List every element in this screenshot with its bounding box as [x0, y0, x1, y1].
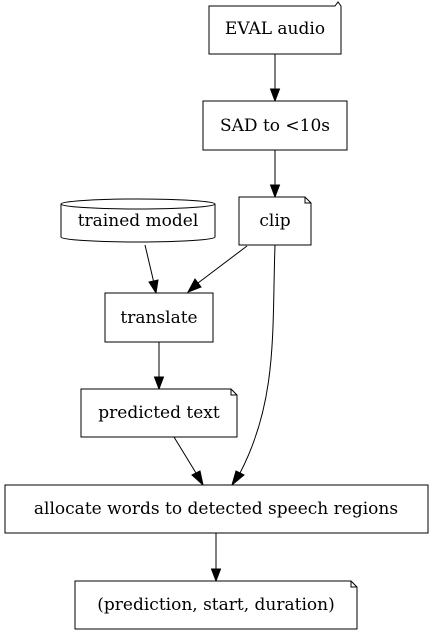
note-fold	[304, 197, 311, 204]
arrowhead-predicted-text-to-allocate	[191, 470, 204, 487]
edge-clip-to-allocate	[239, 244, 276, 474]
arrowhead-translate-to-predicted-text	[153, 376, 165, 391]
arrowhead-eval-audio-to-sad	[269, 88, 281, 103]
node-label-translate: translate	[120, 308, 197, 328]
node-predicted-text: predicted text	[80, 388, 238, 438]
note-shape	[74, 580, 358, 630]
node-label-output: (prediction, start, duration)	[97, 595, 334, 615]
note-shape	[80, 388, 238, 438]
arrowhead-clip-to-translate	[186, 278, 202, 293]
node-trained-model: trained model	[60, 198, 216, 243]
box-shape	[104, 292, 214, 343]
node-label-predicted-text: predicted text	[98, 403, 220, 423]
edges	[144, 54, 281, 583]
arrowhead-clip-to-allocate	[231, 470, 245, 487]
arrowhead-sad-to-clip	[269, 184, 281, 199]
note-fold	[230, 389, 237, 396]
arrowhead-trained-model-to-translate	[148, 279, 159, 295]
edge-clip-to-translate	[197, 245, 248, 284]
note-fold	[350, 581, 357, 588]
node-eval-audio: EVAL audio	[208, 1, 342, 55]
node-translate: translate	[104, 292, 214, 343]
note-shape	[238, 196, 312, 246]
node-label-clip: clip	[259, 211, 290, 231]
node-label-eval-audio: EVAL audio	[225, 19, 325, 39]
folder-shape	[208, 1, 342, 55]
box-shape	[4, 484, 429, 534]
node-label-trained-model: trained model	[78, 211, 199, 231]
node-label-sad: SAD to <10s	[220, 116, 330, 136]
node-sad: SAD to <10s	[202, 100, 348, 151]
node-clip: clip	[238, 196, 312, 246]
edge-trained-model-to-translate	[144, 244, 154, 282]
node-allocate: allocate words to detected speech region…	[4, 484, 429, 534]
arrowhead-allocate-to-output	[210, 568, 222, 583]
cylinder-body	[60, 204, 216, 243]
node-output: (prediction, start, duration)	[74, 580, 358, 630]
edge-predicted-text-to-allocate	[173, 436, 197, 474]
cylinder-top	[60, 198, 216, 210]
box-shape	[202, 100, 348, 151]
node-label-allocate: allocate words to detected speech region…	[34, 499, 398, 519]
